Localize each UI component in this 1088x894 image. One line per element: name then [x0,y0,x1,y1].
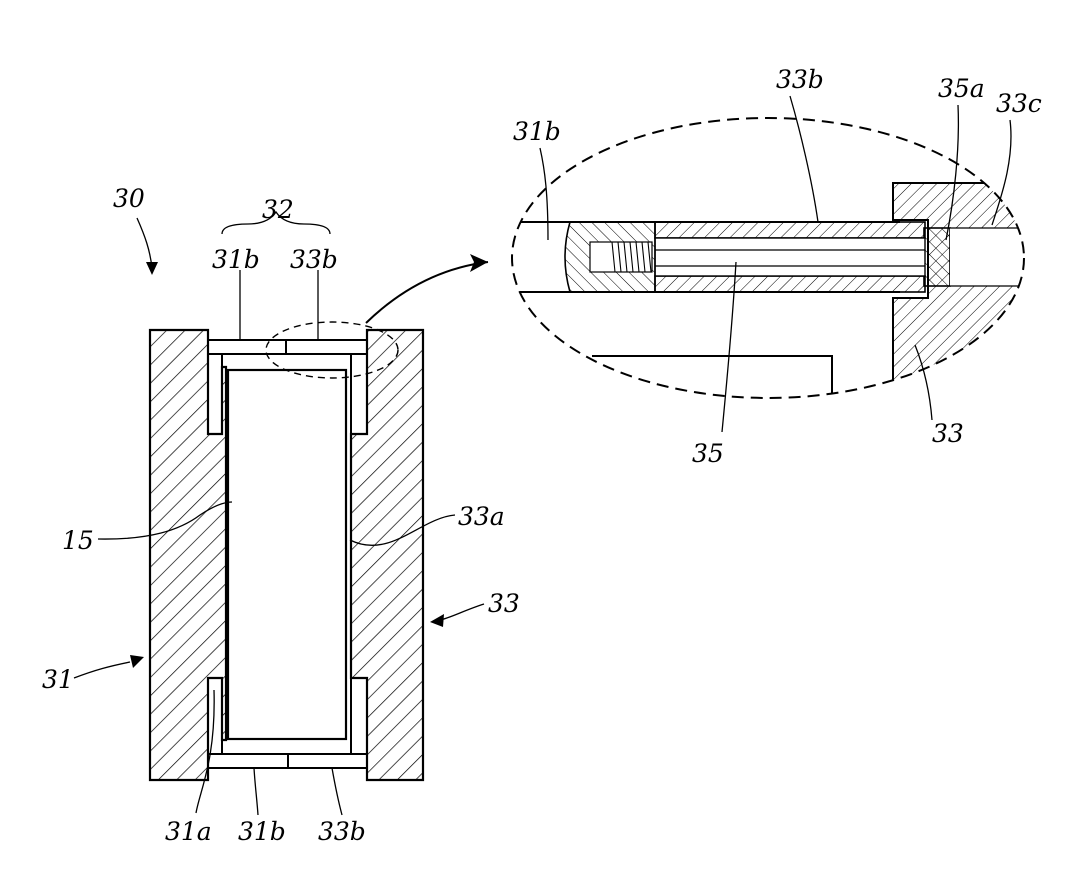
label-31b-top: 31b [212,245,260,274]
detail-label-35a: 35a [938,74,985,103]
detail-sleeve-bottom [655,276,925,292]
detail-label-31b: 31b [513,117,561,146]
label-15: 15 [62,526,94,555]
label-33b-bottom: 33b [318,817,366,846]
detail-label-33c: 33c [996,89,1042,118]
detail-threads [590,242,652,272]
label-33: 33 [488,589,520,618]
label-33a: 33a [458,502,505,531]
right-block-33-shape [351,330,423,780]
top-bar-31b [208,340,286,354]
label-31a: 31a [165,817,212,846]
label-32: 32 [262,195,294,224]
detail-bolt-shaft-35 [655,238,925,276]
label-31b-bottom: 31b [238,817,286,846]
detail-sleeve-top [655,222,925,238]
specimen-15 [228,370,346,739]
bottom-bar-31b [208,754,288,768]
label-31: 31 [42,665,74,694]
label-30: 30 [113,184,145,213]
detail-label-33b: 33b [776,65,824,94]
detail-view [500,118,1040,400]
top-bar-33b [286,340,367,354]
detail-label-35: 35 [692,439,724,468]
bottom-bar-33b [288,754,367,768]
label-33b-top: 33b [290,245,338,274]
detail-label-33: 33 [932,419,964,448]
main-section [150,322,423,780]
